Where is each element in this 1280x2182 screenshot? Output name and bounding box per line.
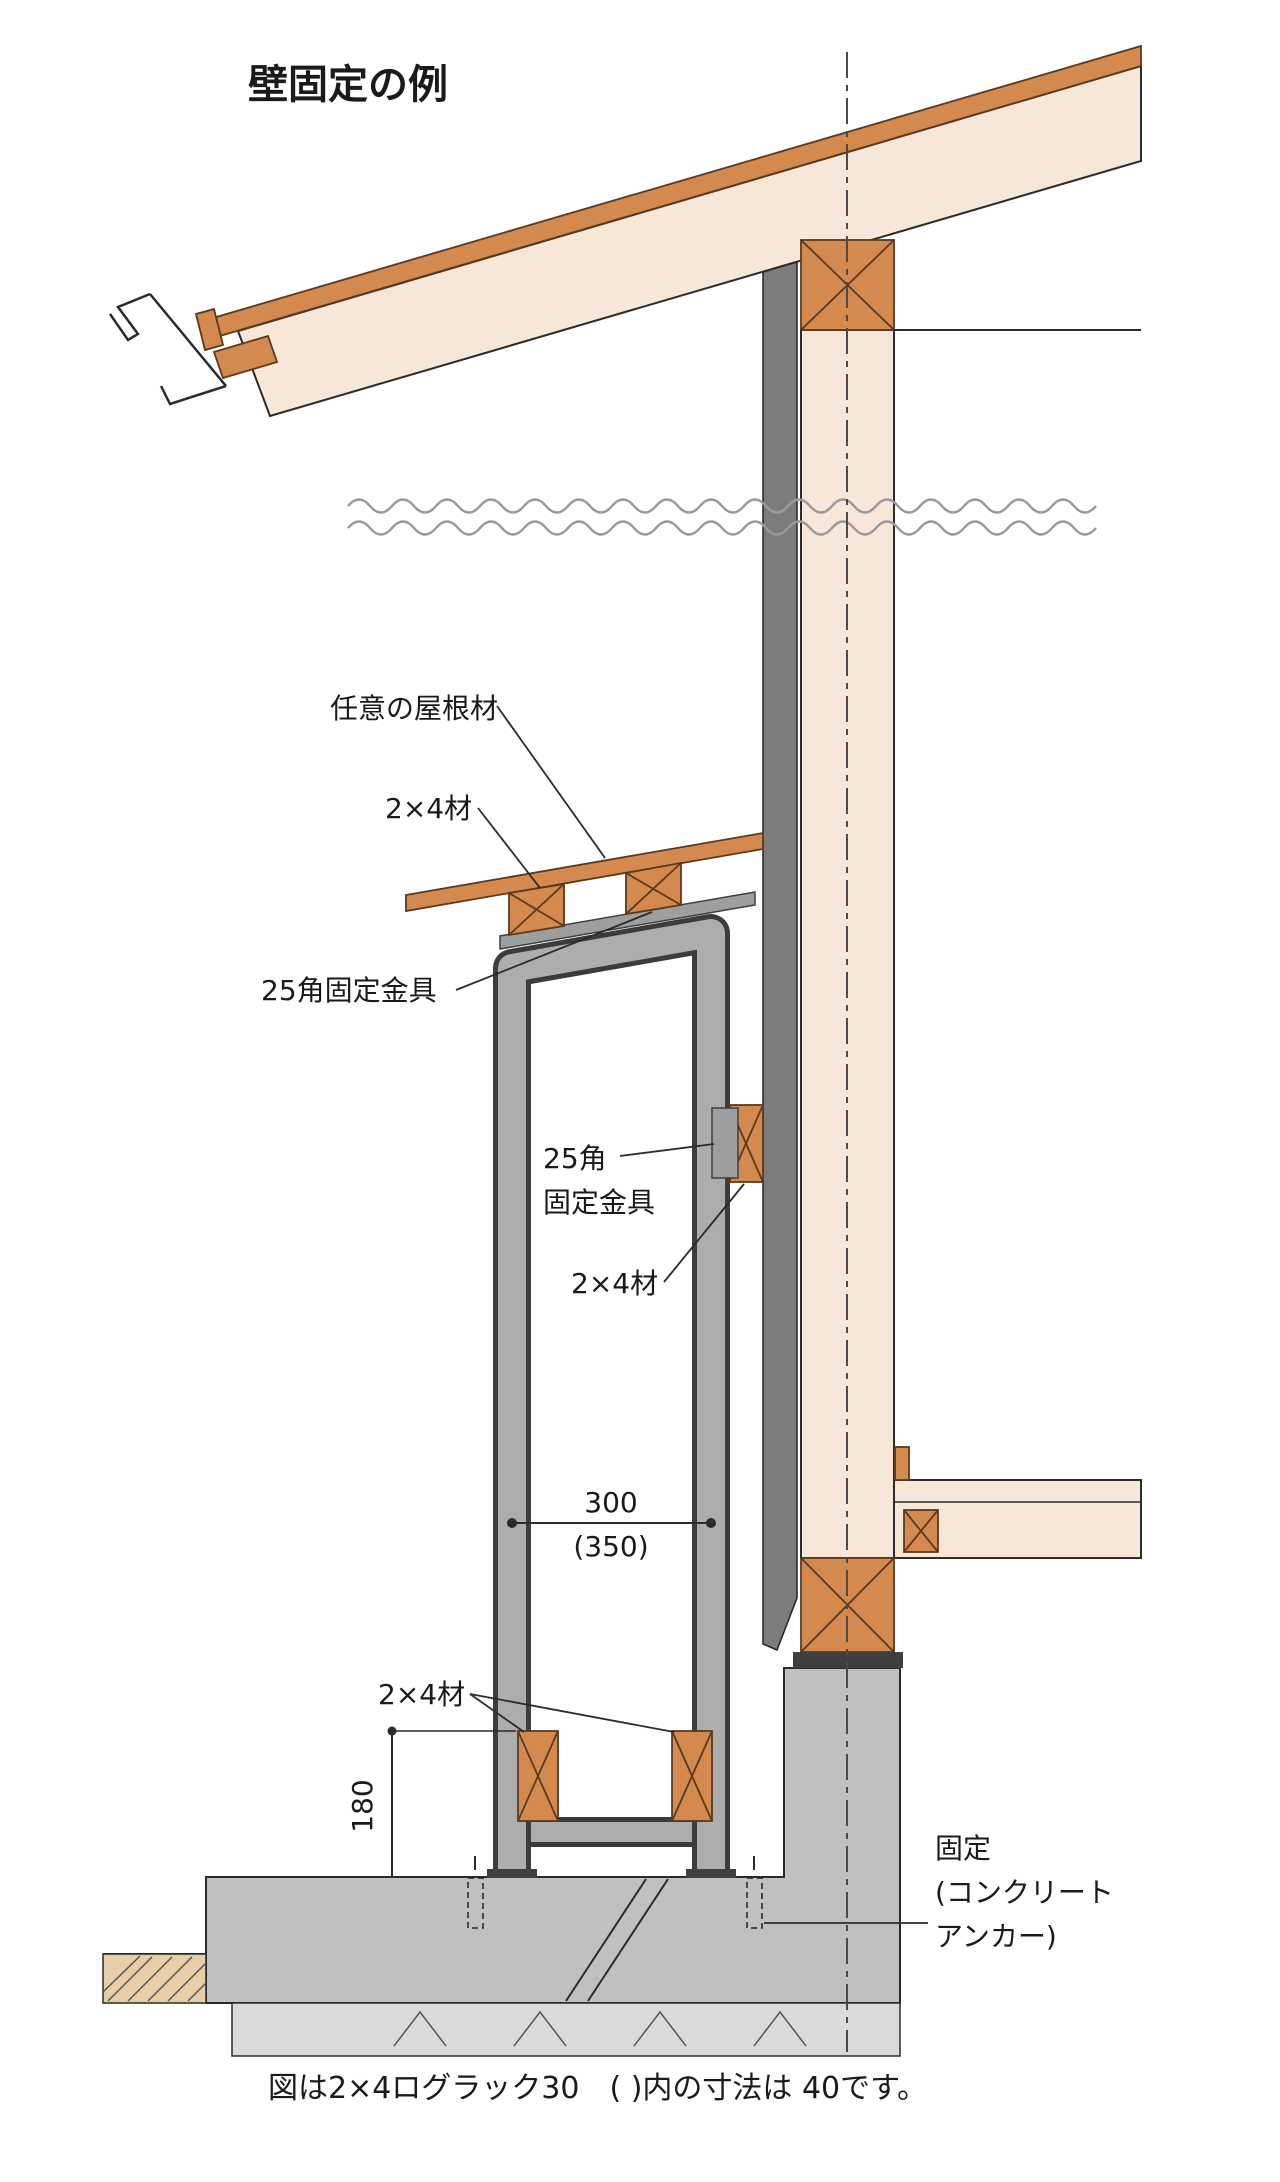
foundation xyxy=(102,1667,901,2057)
dim-width-alt-value: (350) xyxy=(573,1530,648,1563)
leader-bracket-upper xyxy=(455,911,653,991)
leader-lumber-upper xyxy=(477,807,541,889)
roof-panel xyxy=(236,64,1142,418)
wall-siding-board xyxy=(762,260,798,1651)
floor-band xyxy=(893,1446,1142,1559)
rack-roof-board xyxy=(405,831,764,913)
label-anchor-3: アンカー) xyxy=(935,1920,1057,1953)
gutter-profile xyxy=(108,292,227,406)
page-title: 壁固定の例 xyxy=(248,62,448,108)
base-lumber-left xyxy=(517,1730,559,1822)
roof-deck-endcap xyxy=(194,307,225,352)
slab-break-lines xyxy=(565,1878,669,2002)
base-plate-left xyxy=(487,1869,537,1878)
label-lumber-upper: 2×4材 xyxy=(385,792,472,825)
fascia-board xyxy=(212,334,279,380)
dim-dot xyxy=(507,1518,517,1528)
base-lumber-right xyxy=(671,1730,713,1822)
label-anchor-1: 固定 xyxy=(935,1832,991,1865)
leader-lines xyxy=(455,705,928,1924)
dim-dot xyxy=(706,1518,716,1528)
foundation-footing xyxy=(231,2002,901,2057)
label-bracket-mid-1: 25角 xyxy=(543,1142,607,1175)
rack-frame xyxy=(498,919,725,1877)
wall-post-assembly xyxy=(793,239,1142,1668)
leader-lumber-bottom-left xyxy=(469,1693,525,1733)
leader-lumber-bottom-right xyxy=(469,1693,675,1733)
dim-width-value: 300 xyxy=(584,1486,637,1519)
floor-ledger-block xyxy=(894,1446,910,1481)
label-bracket-upper: 25角固定金具 xyxy=(261,974,437,1007)
soil-hatch xyxy=(102,1955,207,2002)
log-rack xyxy=(405,831,764,1878)
dim-dot xyxy=(387,1726,397,1736)
label-lumber-bottom: 2×4材 xyxy=(378,1678,465,1711)
leader-lumber-mid xyxy=(663,1183,745,1283)
wavy-line-bottom xyxy=(347,520,1097,536)
label-roofing: 任意の屋根材 xyxy=(330,692,498,725)
dimension-width: 300 (350) xyxy=(507,1486,716,1563)
concrete-anchors xyxy=(467,1856,763,1929)
fixing-bracket-mid xyxy=(711,1107,739,1179)
break-lines xyxy=(347,498,1097,536)
main-roof xyxy=(108,44,1142,418)
label-lumber-mid: 2×4材 xyxy=(571,1267,658,1300)
rack-roof-lumber-right xyxy=(625,861,682,916)
label-bracket-mid-2: 固定金具 xyxy=(543,1186,655,1219)
footing-hatch xyxy=(393,2010,807,2047)
base-plate-right xyxy=(686,1869,736,1878)
leader-bracket-mid xyxy=(619,1143,715,1157)
dim-height-value: 180 xyxy=(346,1779,379,1832)
label-anchor-2: (コンクリート xyxy=(935,1876,1114,1909)
anchor-bolt-right xyxy=(746,1877,763,1929)
figure-caption: 図は2×4ログラック30 ( )内の寸法は 40です。 xyxy=(268,2071,927,2106)
anchor-bolt-left xyxy=(467,1877,484,1929)
rack-roof-lumber-left xyxy=(508,882,565,937)
leader-roofing xyxy=(496,705,606,859)
wavy-line-top xyxy=(347,498,1097,514)
dimension-height: 180 xyxy=(346,1726,516,1877)
sill-plate xyxy=(793,1652,903,1668)
